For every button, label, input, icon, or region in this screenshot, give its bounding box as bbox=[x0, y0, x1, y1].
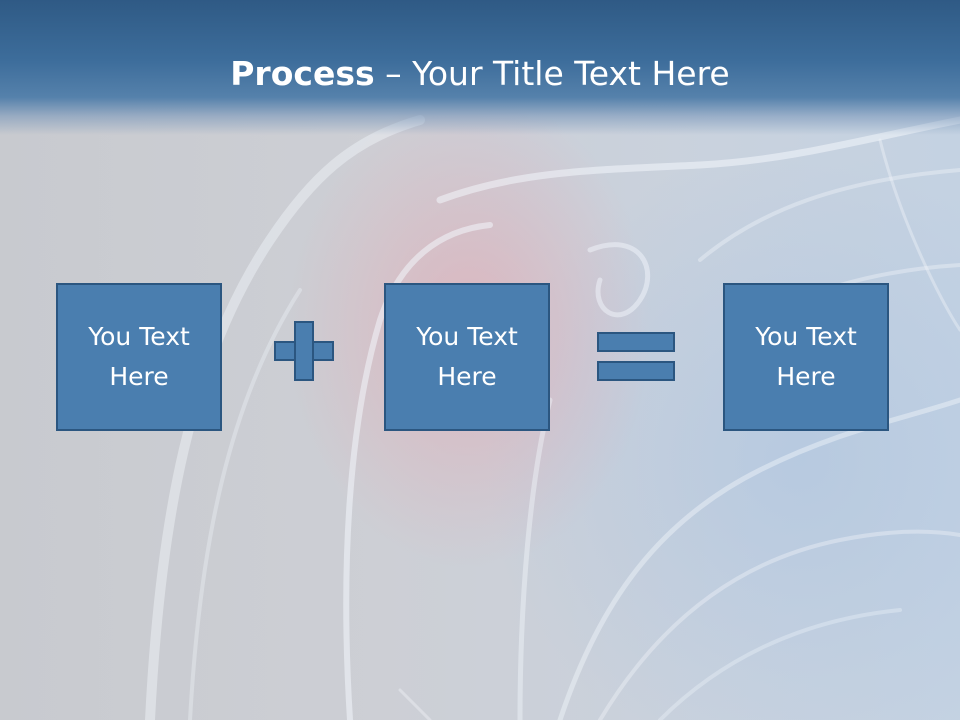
process-box-2[interactable]: You Text Here bbox=[384, 283, 550, 431]
box-1-line-1: You Text bbox=[88, 322, 190, 351]
box-3-line-2: Here bbox=[776, 362, 836, 391]
box-2-line-1: You Text bbox=[416, 322, 518, 351]
header-band bbox=[0, 0, 960, 135]
process-box-3[interactable]: You Text Here bbox=[723, 283, 889, 431]
box-3-line-1: You Text bbox=[755, 322, 857, 351]
slide-title[interactable]: Process – Your Title Text Here bbox=[0, 52, 960, 96]
equals-top-bar bbox=[597, 332, 675, 352]
equals-bottom-bar bbox=[597, 361, 675, 381]
box-1-line-2: Here bbox=[109, 362, 169, 391]
title-rest-text: – Your Title Text Here bbox=[374, 54, 730, 93]
process-box-1[interactable]: You Text Here bbox=[56, 283, 222, 431]
title-bold-text: Process bbox=[230, 54, 375, 93]
plus-center-cover bbox=[296, 343, 312, 359]
box-2-line-2: Here bbox=[437, 362, 497, 391]
